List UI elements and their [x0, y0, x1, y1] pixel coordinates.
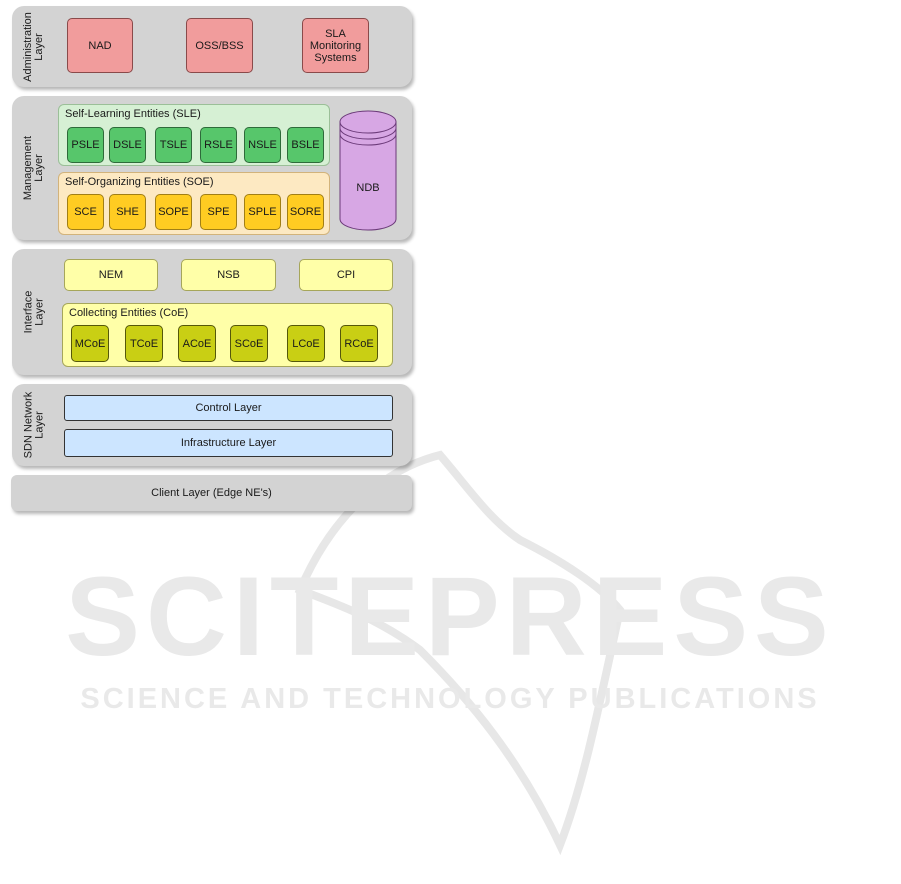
watermark-title: SCITEPRESS — [65, 554, 835, 679]
coe-item: MCoE — [71, 325, 109, 362]
coe-item: ACoE — [178, 325, 216, 362]
soe-item: SCE — [67, 194, 104, 230]
nem-box: NEM — [64, 259, 158, 291]
sle-item: BSLE — [287, 127, 324, 163]
database-icon — [339, 110, 397, 231]
management-layer-label: Management Layer — [22, 135, 45, 201]
sle-group-title: Self-Learning Entities (SLE) — [65, 108, 201, 120]
management-layer: Management Layer Self-Learning Entities … — [12, 96, 412, 240]
ndb-cylinder: NDB — [339, 110, 397, 231]
sle-item: TSLE — [155, 127, 192, 163]
coe-group-title: Collecting Entities (CoE) — [69, 307, 189, 319]
interface-layer-label: Interface Layer — [22, 290, 45, 334]
administration-layer-label: Administration Layer — [22, 11, 46, 82]
soe-item: SOPE — [155, 194, 192, 230]
watermark-subtitle: SCIENCE AND TECHNOLOGY PUBLICATIONS — [80, 683, 819, 715]
administration-layer: Administration Layer NAD OSS/BSS SLA Mon… — [12, 6, 412, 87]
coe-group: Collecting Entities (CoE) MCoE TCoE ACoE… — [62, 303, 393, 367]
infrastructure-layer-box: Infrastructure Layer — [64, 429, 393, 457]
sle-item: PSLE — [67, 127, 104, 163]
cpi-box: CPI — [299, 259, 393, 291]
nsb-box: NSB — [181, 259, 276, 291]
soe-item: SPE — [200, 194, 237, 230]
interface-layer: Interface Layer NEM NSB CPI Collecting E… — [12, 249, 412, 375]
soe-group-title: Self-Organizing Entities (SOE) — [65, 176, 214, 188]
coe-item: TCoE — [125, 325, 163, 362]
soe-group: Self-Organizing Entities (SOE) SCE SHE S… — [58, 172, 330, 235]
nad-box: NAD — [67, 18, 133, 73]
sdn-network-layer-label: SDN Network Layer — [22, 391, 45, 459]
sdn-network-layer: SDN Network Layer Control Layer Infrastr… — [12, 384, 412, 466]
oss-bss-box: OSS/BSS — [186, 18, 253, 73]
soe-item: SORE — [287, 194, 324, 230]
watermark-logo-outline — [294, 450, 625, 856]
client-layer: Client Layer (Edge NE's) — [11, 475, 412, 511]
sle-group: Self-Learning Entities (SLE) PSLE DSLE T… — [58, 104, 330, 166]
coe-item: SCoE — [230, 325, 268, 362]
soe-item: SHE — [109, 194, 146, 230]
coe-item: RCoE — [340, 325, 378, 362]
sla-monitoring-box: SLA Monitoring Systems — [302, 18, 369, 73]
ndb-label: NDB — [356, 182, 380, 194]
sle-item: RSLE — [200, 127, 237, 163]
sle-item: DSLE — [109, 127, 146, 163]
soe-item: SPLE — [244, 194, 281, 230]
coe-item: LCoE — [287, 325, 325, 362]
sle-item: NSLE — [244, 127, 281, 163]
control-layer-box: Control Layer — [64, 395, 393, 421]
